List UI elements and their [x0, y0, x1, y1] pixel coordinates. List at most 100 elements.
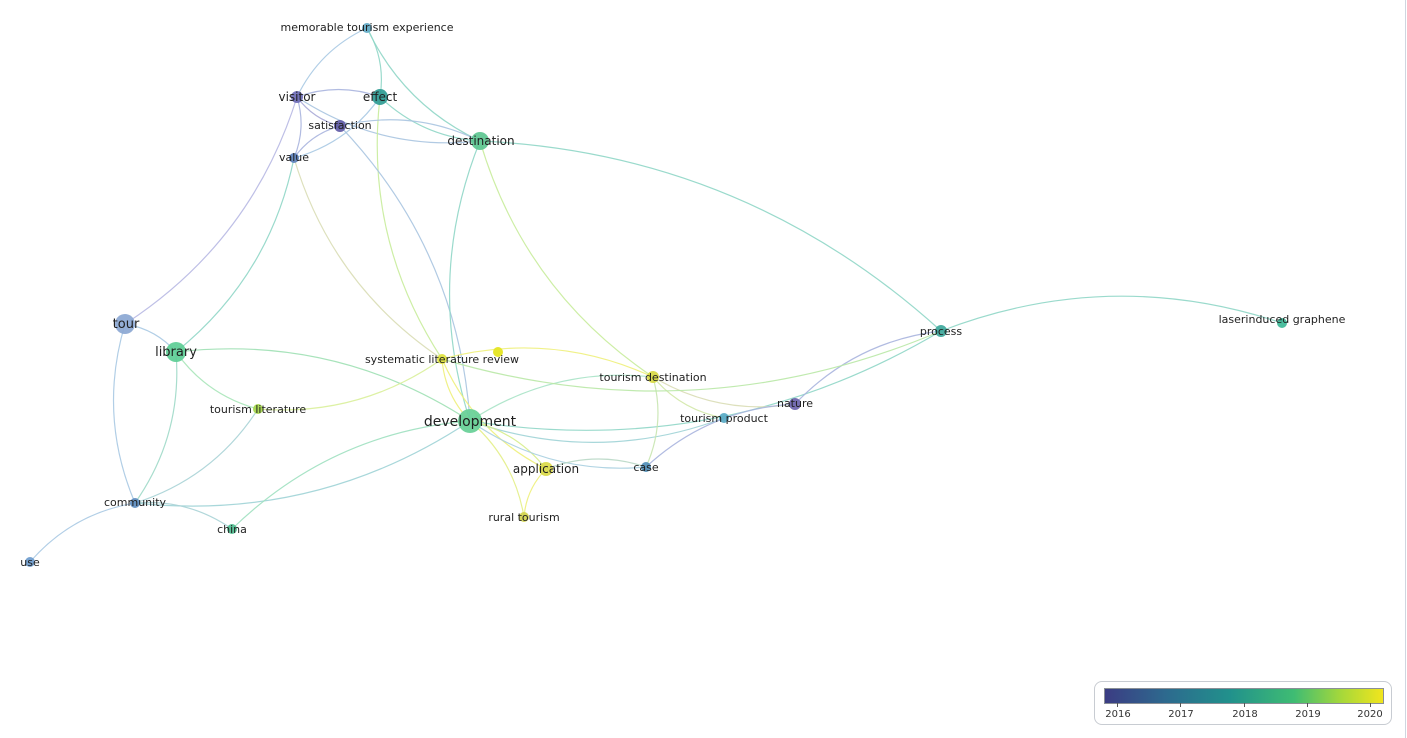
- node-ruraltourism[interactable]: [519, 512, 529, 522]
- node-layer: [25, 23, 1287, 567]
- node-label-tourismdest[interactable]: tourism destination: [599, 371, 706, 384]
- node-label-china[interactable]: china: [217, 523, 247, 536]
- edge-development-ruraltourism: [469, 420, 525, 518]
- edge-visitor-value: [293, 96, 302, 159]
- legend-tick-label: 2017: [1168, 709, 1194, 720]
- node-label-value[interactable]: value: [279, 151, 309, 164]
- node-satisfaction[interactable]: [334, 120, 346, 132]
- edge-development-case: [469, 420, 647, 469]
- edge-memorable-visitor: [296, 27, 368, 98]
- node-label-community[interactable]: community: [104, 496, 167, 509]
- edge-visitor-effect: [296, 88, 381, 98]
- node-visitor[interactable]: [291, 91, 303, 103]
- label-layer: memorable tourism experience visitor effec…: [20, 21, 1345, 569]
- node-label-tourismlit[interactable]: tourism literature: [210, 403, 307, 416]
- edge-visitor-destination: [296, 96, 481, 144]
- node-tour[interactable]: [115, 314, 135, 334]
- node-label-effect[interactable]: effect: [363, 90, 398, 104]
- edge-development-tourismprod: [469, 417, 725, 443]
- node-memorable[interactable]: [362, 23, 372, 33]
- edge-memorable-effect: [366, 27, 383, 98]
- edge-slr-tourismlit: [257, 358, 443, 411]
- edge-community-use: [29, 502, 136, 563]
- edge-destination-process: [479, 140, 942, 332]
- node-label-use[interactable]: use: [20, 556, 40, 569]
- node-label-ruraltourism[interactable]: rural tourism: [488, 511, 559, 524]
- edge-library-community: [134, 351, 178, 504]
- legend-tickmark: [1244, 703, 1245, 707]
- edge-memorable-destination: [366, 27, 481, 142]
- node-tourismlit[interactable]: [253, 404, 263, 414]
- node-effect[interactable]: [372, 89, 388, 105]
- node-label-satisfaction[interactable]: satisfaction: [308, 119, 371, 132]
- edge-process-nature: [794, 330, 942, 405]
- node-label-tour[interactable]: tour: [113, 317, 140, 332]
- legend-gradient-bar: [1104, 688, 1384, 704]
- edge-effect-value: [293, 96, 381, 159]
- node-label-library[interactable]: library: [155, 345, 197, 360]
- edge-destination-development: [448, 140, 481, 422]
- node-tourismprod[interactable]: [719, 413, 729, 423]
- year-color-legend: 2016 2017 2018 2019 2020: [1094, 681, 1392, 725]
- edge-effect-slr: [376, 96, 443, 360]
- node-use[interactable]: [25, 557, 35, 567]
- edge-satisfaction-development: [339, 125, 471, 422]
- legend-tick-label: 2019: [1295, 709, 1321, 720]
- edge-development-process: [469, 330, 942, 431]
- node-label-process[interactable]: process: [920, 325, 963, 338]
- legend-tick-label: 2020: [1357, 709, 1383, 720]
- node-china[interactable]: [227, 524, 237, 534]
- edge-nature-case: [645, 403, 796, 468]
- node-application[interactable]: [539, 462, 553, 476]
- node-label-slr[interactable]: systematic literature review: [365, 353, 519, 366]
- node-label-application[interactable]: application: [513, 462, 579, 476]
- edge-slr-tourismdest: [441, 347, 654, 378]
- edge-value-slr: [293, 157, 443, 360]
- edge-tourismdest-tourismprod: [652, 376, 725, 419]
- edge-satisfaction-destination: [339, 119, 481, 142]
- edge-tour-community: [112, 323, 136, 504]
- node-graphene[interactable]: [1277, 318, 1287, 328]
- legend-tickmark: [1307, 703, 1308, 707]
- node-process[interactable]: [935, 325, 947, 337]
- legend-tickmark: [1370, 703, 1371, 707]
- edge-library-tourismlit: [175, 351, 259, 410]
- node-label-tourismprod[interactable]: tourism product: [680, 412, 769, 425]
- edge-application-ruraltourism: [523, 468, 547, 518]
- node-slr[interactable]: [437, 354, 447, 364]
- node-label-memorable[interactable]: memorable tourism experience: [281, 21, 454, 34]
- panel-divider: [1405, 0, 1406, 738]
- node-nature[interactable]: [789, 398, 801, 410]
- edge-development-community: [134, 420, 471, 507]
- node-case[interactable]: [641, 462, 651, 472]
- legend-tick-label: 2018: [1232, 709, 1258, 720]
- node-development[interactable]: [458, 409, 482, 433]
- edge-development-tourismdest: [469, 374, 654, 422]
- edge-effect-destination: [379, 96, 481, 142]
- edge-destination-tourismdest: [479, 140, 654, 378]
- node-label-destination[interactable]: destination: [447, 134, 514, 148]
- edge-value-library: [175, 157, 295, 353]
- node-value[interactable]: [289, 153, 299, 163]
- edge-layer: [29, 27, 1283, 563]
- edge-visitor-tour: [124, 96, 298, 325]
- edge-tourismdest-case: [645, 376, 659, 468]
- legend-tick-label: 2016: [1105, 709, 1131, 720]
- node-label-nature[interactable]: nature: [777, 397, 813, 410]
- edge-community-china: [134, 501, 233, 530]
- edge-library-development: [175, 348, 471, 422]
- node-library[interactable]: [166, 342, 186, 362]
- node-label-development[interactable]: development: [424, 414, 517, 430]
- node-systematic-literature-review-secondary[interactable]: [493, 347, 503, 357]
- node-label-visitor[interactable]: visitor: [278, 90, 315, 104]
- edge-process-graphene: [940, 295, 1283, 332]
- node-label-graphene[interactable]: laserinduced graphene: [1219, 313, 1346, 326]
- node-community[interactable]: [130, 498, 140, 508]
- edge-process-slr: [441, 330, 942, 392]
- edge-tourismlit-community: [134, 408, 259, 504]
- node-destination[interactable]: [471, 132, 489, 150]
- edge-development-china: [231, 420, 471, 530]
- node-label-case[interactable]: case: [633, 461, 659, 474]
- node-tourismdest[interactable]: [647, 371, 659, 383]
